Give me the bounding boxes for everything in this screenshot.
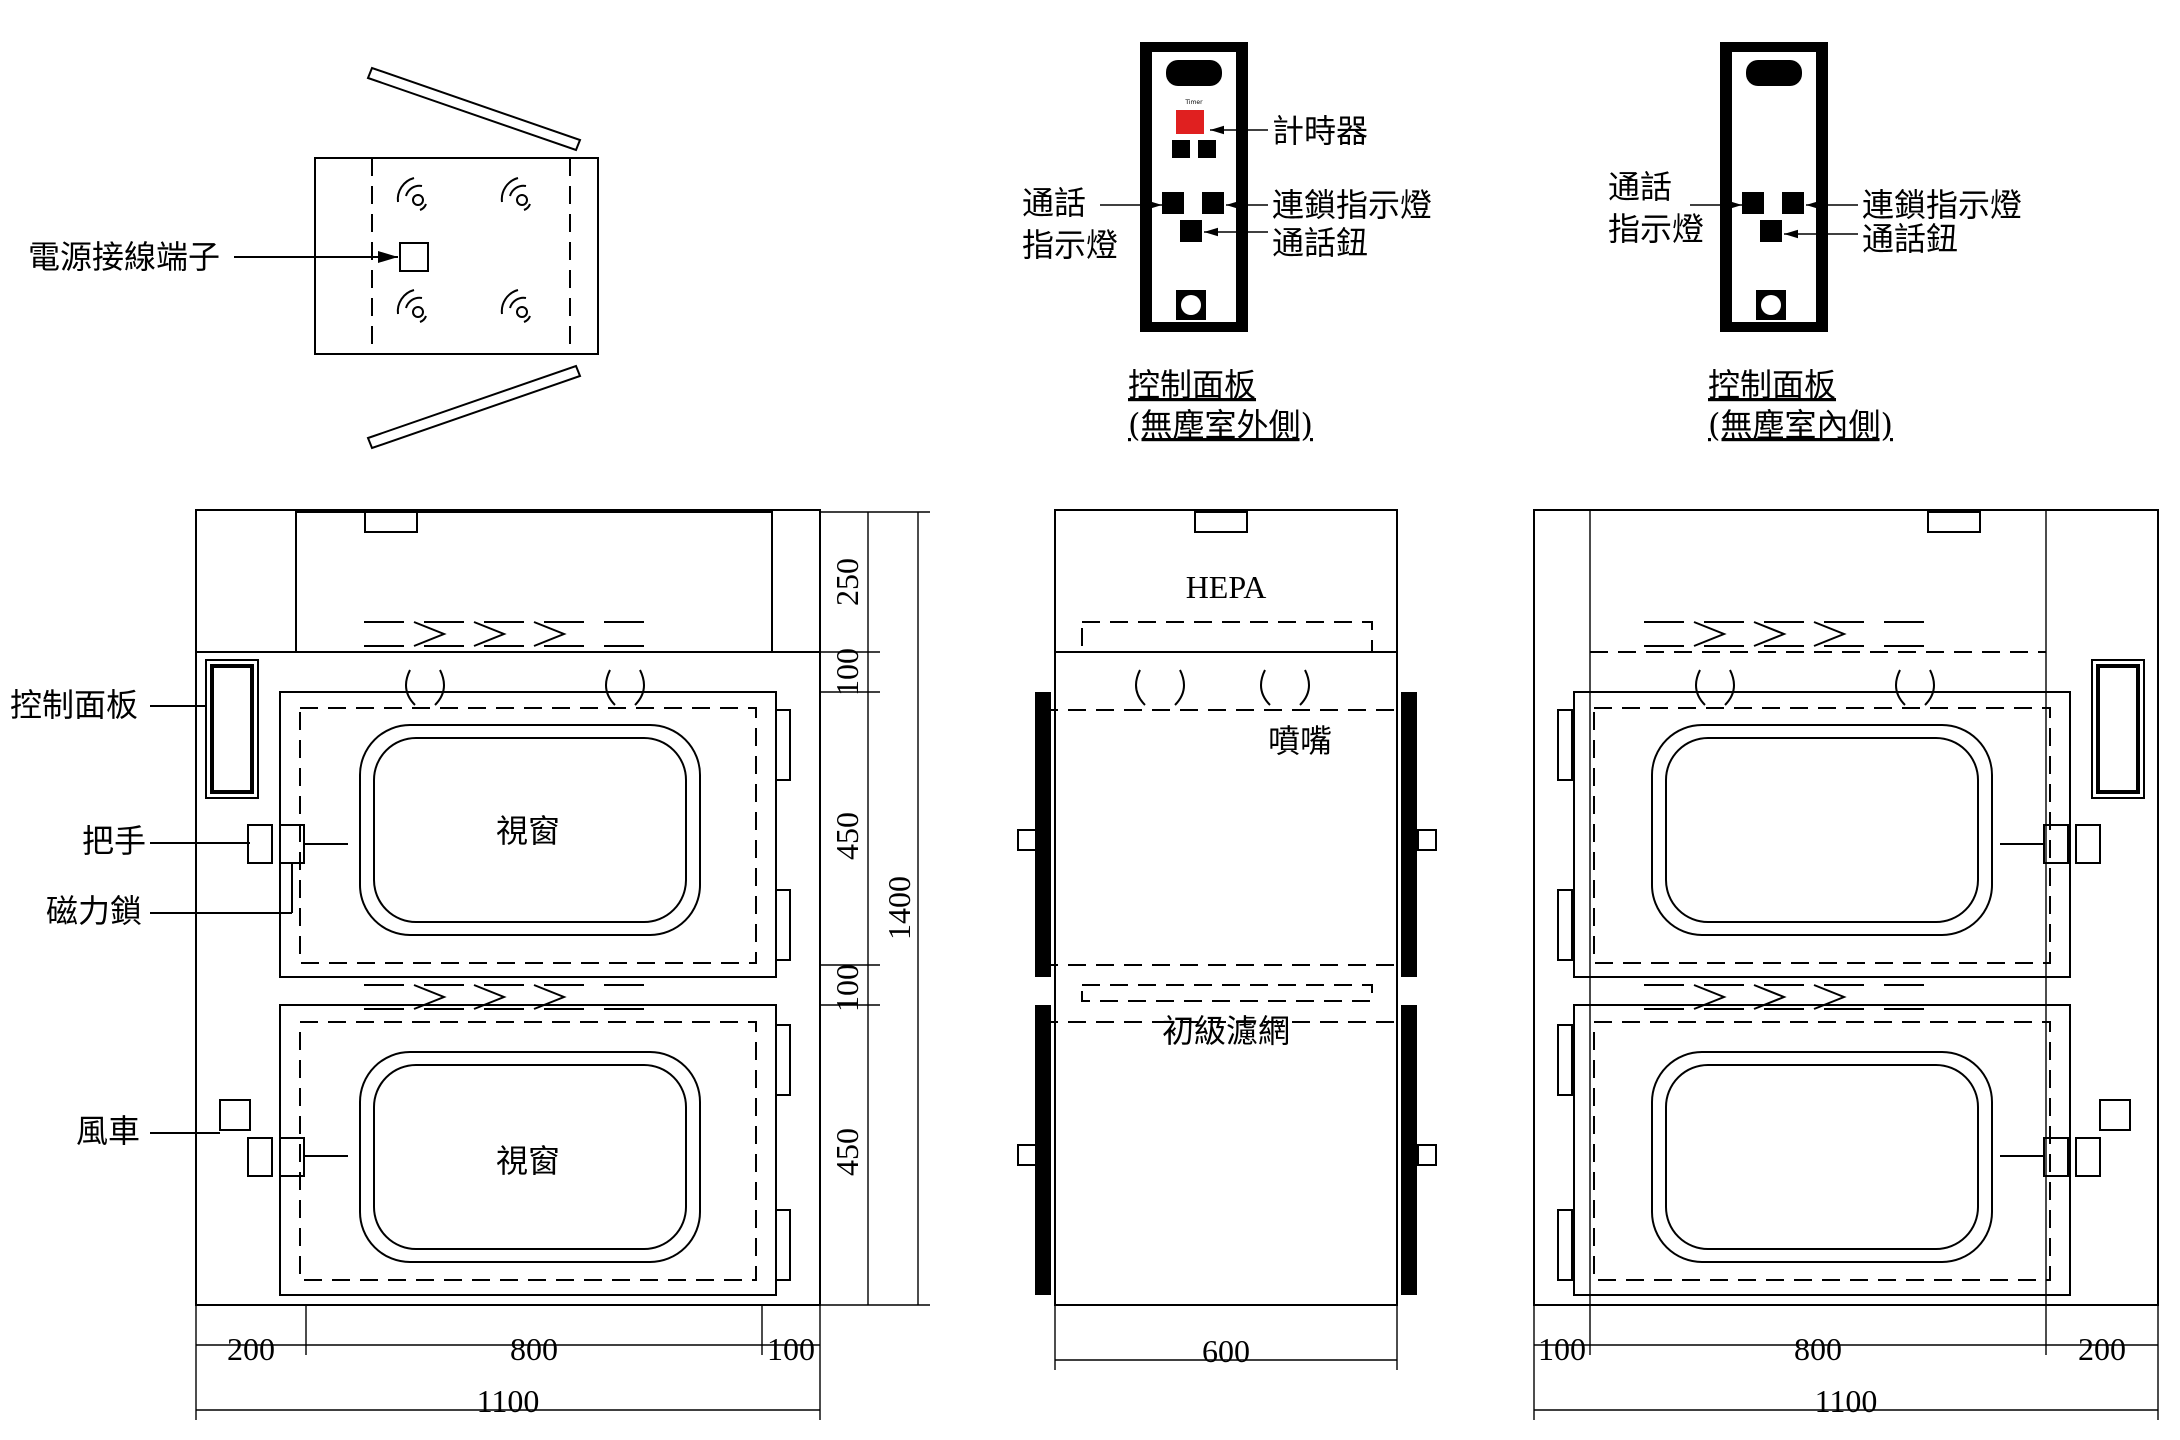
control-panel-label: 控制面板 (10, 686, 138, 724)
dim-100-right: 100 (1538, 1331, 1586, 1367)
panel-inside-subtitle: (無塵室內側) (1708, 406, 1893, 444)
speaker-grille (1166, 60, 1222, 86)
dim-450-b: 450 (829, 1128, 865, 1176)
timer-caption: Timer (1184, 99, 1203, 106)
upper-window-label: 視窗 (496, 812, 560, 850)
dim-100-left: 100 (767, 1331, 815, 1367)
upper-window (359, 724, 701, 936)
dim-1100-left: 1100 (477, 1383, 540, 1419)
dim-250: 250 (829, 558, 865, 606)
intercom-indicator-label-2: 指示燈 (1022, 226, 1118, 264)
dim-600: 600 (1202, 1333, 1250, 1369)
intercom-indicator-light (1162, 192, 1184, 214)
outer-door-edge (1035, 692, 1051, 977)
caster-icon (500, 177, 531, 211)
hepa-label: HEPA (1186, 569, 1267, 605)
side-control-panel (205, 659, 259, 799)
top-view (234, 66, 599, 450)
upper-door (1573, 691, 2071, 978)
magnetic-lock-label: 磁力鎖 (46, 892, 142, 930)
lower-window (1651, 1051, 1993, 1263)
fan-label: 風車 (76, 1112, 140, 1150)
upper-window (1651, 724, 1993, 936)
intercom-indicator-label-in-1: 通話 (1608, 168, 1672, 206)
dim-800-left: 800 (510, 1331, 558, 1367)
lower-window-label: 視窗 (496, 1142, 560, 1180)
intercom-button[interactable] (1180, 220, 1202, 242)
intercom-indicator-label-in-2: 指示燈 (1608, 210, 1704, 248)
nozzle-label: 噴嘴 (1268, 722, 1332, 760)
caster-icon (396, 177, 427, 211)
lower-door (1573, 1004, 2071, 1296)
speaker-grille (1746, 60, 1802, 86)
cabinet-outline (195, 509, 821, 1306)
intercom-button-label: 通話鈕 (1272, 224, 1368, 262)
intercom-indicator-light (1742, 192, 1764, 214)
dim-1400: 1400 (881, 876, 917, 940)
handle[interactable] (247, 1137, 273, 1177)
timer-label: 計時器 (1272, 112, 1368, 150)
dim-200-left: 200 (227, 1331, 275, 1367)
inner-door-edge (1401, 692, 1417, 977)
lock-indicator-light (1202, 192, 1224, 214)
interlock-indicator-label-in: 連鎖指示燈 (1862, 186, 2022, 224)
control-panel-inside (1690, 42, 1858, 332)
nozzle-icon (1135, 669, 1310, 706)
caster-icon (500, 289, 531, 323)
dim-450-a: 450 (829, 812, 865, 860)
dim-100-a: 100 (829, 648, 865, 696)
panel-outside-title: 控制面板 (1128, 366, 1256, 404)
adj-plus-button[interactable] (1198, 140, 1216, 158)
dim-200-right: 200 (2078, 1331, 2126, 1367)
door-bottom (366, 364, 582, 450)
intercom-indicator-label-1: 通話 (1022, 184, 1086, 222)
power-terminal-label: 電源接線端子 (28, 238, 220, 276)
front-view-outside (150, 509, 930, 1420)
hepa-filter (1643, 621, 1925, 647)
interlock-indicator-label: 連鎖指示燈 (1272, 186, 1432, 224)
nozzle-icon (405, 669, 645, 706)
hepa-dashed (1081, 621, 1373, 653)
fan-icon (2099, 1099, 2131, 1131)
nozzle-icon (1695, 669, 1935, 706)
intercom-button[interactable] (1760, 220, 1782, 242)
handle-label: 把手 (82, 822, 146, 860)
panel-outside-subtitle: (無塵室外側) (1128, 406, 1313, 444)
side-view (1017, 509, 1437, 1370)
caster-icon (396, 289, 427, 323)
magnetic-lock (2043, 1137, 2069, 1177)
door-top (366, 66, 582, 152)
handle[interactable] (2075, 824, 2101, 864)
fan-icon (219, 1099, 251, 1131)
magnetic-lock (2043, 824, 2069, 864)
intercom-button-label-in: 通話鈕 (1862, 220, 1958, 258)
front-view-inside (1533, 509, 2159, 1420)
power-terminal-box (399, 242, 429, 272)
lock-indicator-light (1782, 192, 1804, 214)
panel-inside-title: 控制面板 (1708, 366, 1836, 404)
cabinet-outline (1533, 509, 2159, 1306)
dim-800-right: 800 (1794, 1331, 1842, 1367)
handle[interactable] (247, 824, 273, 864)
hepa-filter (363, 621, 645, 647)
pre-filter-label: 初級濾網 (1162, 1012, 1290, 1050)
dim-100-b: 100 (829, 964, 865, 1012)
handle[interactable] (2075, 1137, 2101, 1177)
dim-1100-right: 1100 (1815, 1383, 1878, 1419)
side-control-panel (2091, 659, 2145, 799)
lower-window (359, 1051, 701, 1263)
timer-led (1176, 110, 1204, 134)
control-panel-outside: Timer (1100, 42, 1268, 332)
cabinet-side (1054, 509, 1398, 1306)
adj-minus-button[interactable] (1172, 140, 1190, 158)
